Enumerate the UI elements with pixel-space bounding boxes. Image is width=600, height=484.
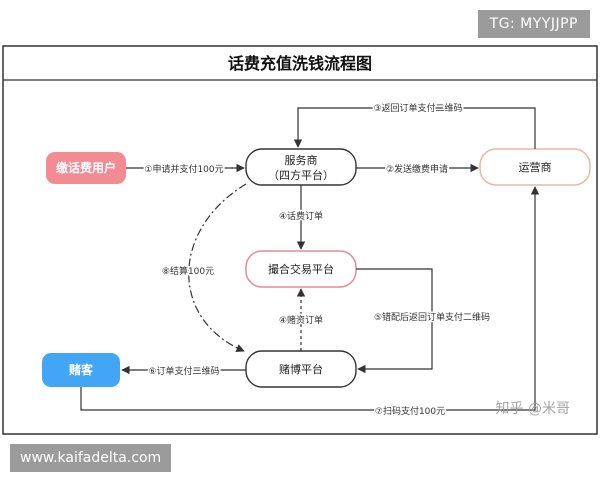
diagram-title: 话费充值洗钱流程图 (228, 54, 372, 73)
edge-3-label: ③返回订单支付二维码 (373, 102, 462, 114)
node-match: 撮合交易平台 (245, 250, 357, 288)
node-operator-label: 运营商 (519, 160, 552, 174)
edge-4b-label: ④赌资订单 (279, 314, 323, 326)
node-match-label: 撮合交易平台 (268, 262, 334, 276)
node-user: 缴话费用户 (46, 152, 126, 184)
edge-5 (356, 268, 433, 374)
node-gambler: 赌客 (42, 353, 120, 387)
edge-6-label: ⑥订单支付二维码 (148, 365, 219, 377)
node-user-box (46, 152, 126, 184)
edge-2-label: ②发送缴费申请 (386, 163, 448, 175)
node-operator: 运营商 (479, 148, 591, 186)
node-gambling: 赌博平台 (245, 350, 357, 388)
edge-3 (293, 107, 536, 149)
node-gambling-label: 赌博平台 (279, 362, 323, 376)
edge-7 (80, 186, 540, 411)
node-service-label-1: 服务商 (285, 153, 318, 167)
edge-8 (188, 183, 247, 352)
zhihu-watermark: 知乎 @米哥 (495, 401, 570, 417)
node-service: 服务商 （四方平台） (245, 148, 357, 186)
edge-5-label: ⑤错配后返回订单支付二维码 (374, 311, 490, 323)
node-gambler-label: 赌客 (68, 362, 94, 377)
node-service-label-2: （四方平台） (268, 168, 334, 182)
edge-4a-label: ④话费订单 (279, 210, 323, 222)
edge-8-label: ⑧结算100元 (162, 265, 214, 277)
edge-7-label: ⑦扫码支付100元 (375, 405, 445, 417)
site-badge: www.kaifadelta.com (10, 444, 172, 472)
node-gambler-box (42, 353, 120, 387)
edge-1-label: ①申请并支付100元 (144, 163, 223, 175)
node-user-label: 缴话费用户 (56, 160, 116, 175)
tg-badge: TG: MYYJJPP (477, 10, 590, 38)
